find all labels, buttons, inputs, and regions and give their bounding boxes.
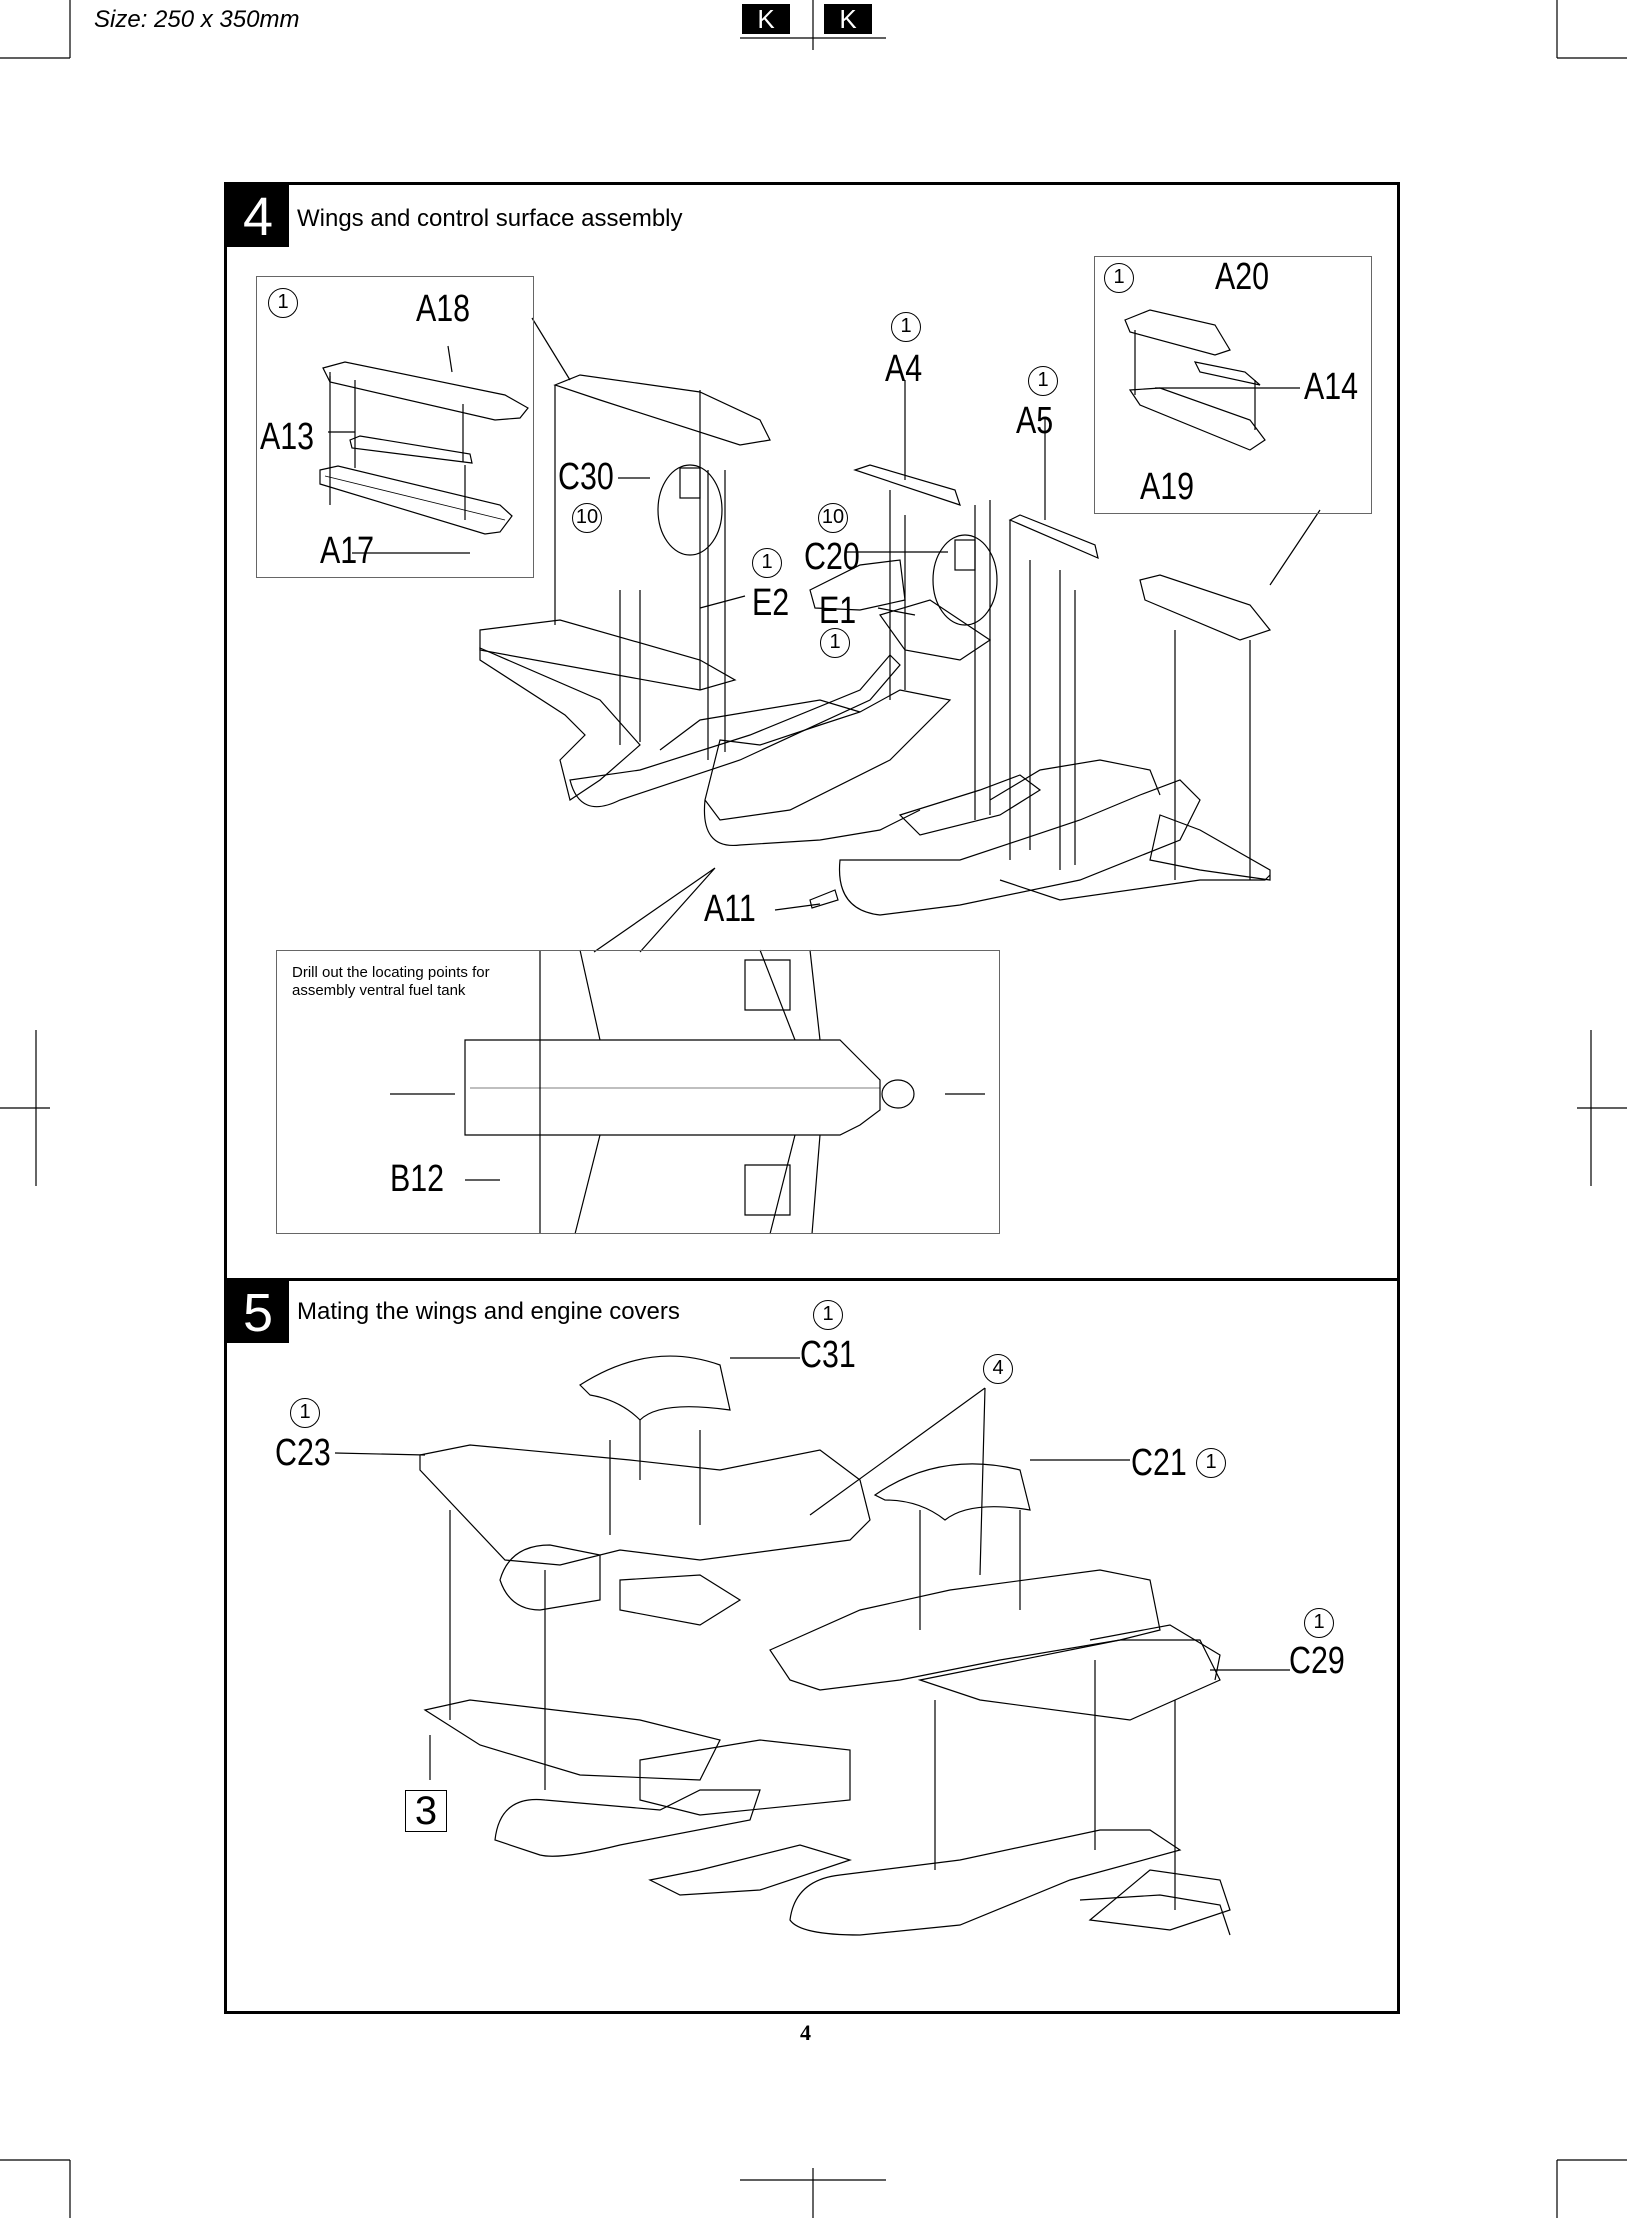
part-label-a13: A13 — [260, 416, 315, 458]
drill-inset — [276, 950, 1000, 1234]
step5-guides — [449, 1430, 1176, 1910]
part-label-c20: C20 — [804, 536, 860, 578]
qty-circle: 10 — [572, 503, 602, 533]
qty-circle: 1 — [268, 288, 298, 318]
step5-number: 5 — [227, 1281, 289, 1343]
qty-circle: 1 — [1196, 1448, 1226, 1478]
part-label-b12: B12 — [390, 1158, 445, 1200]
step5-leaders — [334, 1357, 1290, 1780]
step-divider — [224, 1278, 1400, 1281]
qty-circle: 1 — [820, 628, 850, 658]
qty-circle: 1 — [1304, 1608, 1334, 1638]
inset-right — [1094, 256, 1372, 514]
brand-mark-left: K — [742, 4, 790, 34]
page-size-note: Size: 250 x 350mm — [94, 6, 300, 33]
qty-circle: 1 — [813, 1300, 843, 1330]
brand-mark-right: K — [824, 4, 872, 34]
part-label-a19: A19 — [1140, 466, 1195, 508]
part-label-c23: C23 — [275, 1432, 331, 1474]
part-label-c21: C21 — [1131, 1442, 1187, 1484]
qty-circle: 1 — [1104, 263, 1134, 293]
step-reference-box: 3 — [405, 1790, 447, 1832]
page-number: 4 — [800, 2020, 811, 2045]
part-label-a20: A20 — [1215, 256, 1270, 298]
step5-art — [419, 1355, 1231, 1936]
part-label-a14: A14 — [1304, 366, 1359, 408]
part-label-c30: C30 — [558, 456, 614, 498]
qty-circle: 1 — [290, 1398, 320, 1428]
qty-circle: 10 — [818, 503, 848, 533]
inset-left — [256, 276, 534, 578]
inset-left-art — [319, 361, 529, 535]
step4-number: 4 — [227, 185, 289, 247]
gear-details — [657, 464, 998, 626]
qty-circle: 1 — [1028, 366, 1058, 396]
drill-inset-art — [390, 949, 985, 1235]
qty-circle: 1 — [891, 312, 921, 342]
qty-circle: 1 — [752, 548, 782, 578]
part-label-c31: C31 — [800, 1334, 856, 1376]
part-label-a5: A5 — [1016, 400, 1054, 442]
part-label-a17: A17 — [320, 530, 375, 572]
step5-title: Mating the wings and engine covers — [297, 1298, 680, 1325]
part-label-a11: A11 — [704, 888, 756, 930]
part-label-e2: E2 — [752, 582, 790, 624]
part-label-e1: E1 — [819, 590, 857, 632]
part-label-a18: A18 — [416, 288, 471, 330]
part-label-c29: C29 — [1289, 1640, 1345, 1682]
drill-instruction-text: Drill out the locating points for assemb… — [292, 964, 490, 999]
part-label-a4: A4 — [885, 348, 923, 390]
step4-leaders — [328, 345, 1300, 911]
step4-title: Wings and control surface assembly — [297, 205, 683, 232]
qty-circle: 4 — [983, 1354, 1013, 1384]
instruction-frame — [224, 182, 1400, 2014]
